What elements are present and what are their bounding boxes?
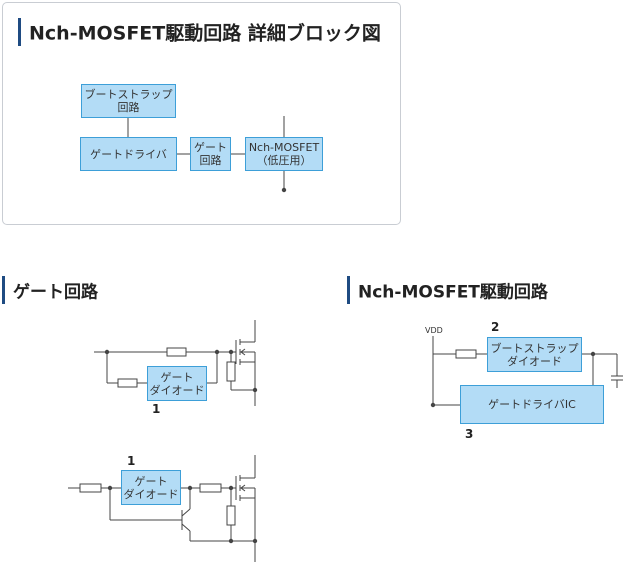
gate-driver-ic-label: 3 — [465, 427, 474, 441]
heading-accent-bar — [347, 276, 350, 304]
junction-gc1-left — [104, 349, 110, 355]
junction-gc1-rgs — [228, 349, 234, 355]
drive-circuit-title: Nch-MOSFET駆動回路 — [358, 282, 548, 303]
junction-gc2-base — [107, 485, 113, 491]
gate-driver-ic-block: ゲートドライバIC — [460, 385, 604, 424]
bootstrap-diode-label: 2 — [491, 320, 500, 334]
gate-circuit-block: ゲート 回路 — [190, 137, 231, 171]
drive-resistor — [455, 349, 477, 359]
junction-block-mosfet — [281, 187, 287, 193]
gc2-resistor-gate — [199, 483, 222, 493]
junction-gc1-diode — [214, 349, 220, 355]
gate-diode-label-1: 1 — [152, 402, 161, 416]
pnp-collector-lead — [181, 523, 191, 532]
junction-gc2-rgs — [228, 485, 234, 491]
gate-diode-block-2: ゲート ダイオード — [121, 470, 181, 505]
heading-accent-bar — [2, 276, 5, 304]
gc1-resistor-left — [117, 378, 138, 388]
gc2-resistor-gs — [226, 505, 236, 526]
gate-diode-block-1: ゲート ダイオード — [147, 366, 207, 401]
pnp-emitter-lead — [181, 508, 191, 517]
vdd-label: VDD — [425, 326, 443, 335]
mosfet2-arrow — [240, 484, 246, 492]
bootstrap-diode-block: ブートストラップ ダイオード — [487, 337, 582, 372]
junction-gc1-source — [252, 387, 258, 393]
gate-diode-label-2: 1 — [127, 454, 136, 468]
junction-gc2-rgs-bottom — [228, 538, 234, 544]
junction-vdd-ic — [430, 402, 436, 408]
mosfet1-arrow — [240, 348, 246, 356]
block-diagram-title: Nch-MOSFET駆動回路 詳細ブロック図 — [29, 22, 381, 45]
mosfet-block: Nch-MOSFET （低圧用） — [245, 137, 323, 171]
bootstrap-circuit-block: ブートストラップ 回路 — [81, 84, 176, 118]
gc1-resistor-gs — [226, 361, 236, 382]
junction-cap — [590, 351, 596, 357]
junction-gc2-emitter — [187, 485, 193, 491]
junction-gc2-source — [252, 538, 258, 544]
gc1-resistor-top — [166, 347, 187, 357]
block-diagram-panel — [2, 2, 401, 225]
gate-circuit-title: ゲート回路 — [13, 282, 98, 303]
heading-accent-bar — [18, 18, 21, 46]
gate-driver-block: ゲートドライバ — [80, 137, 177, 171]
gc2-resistor-input — [79, 483, 102, 493]
